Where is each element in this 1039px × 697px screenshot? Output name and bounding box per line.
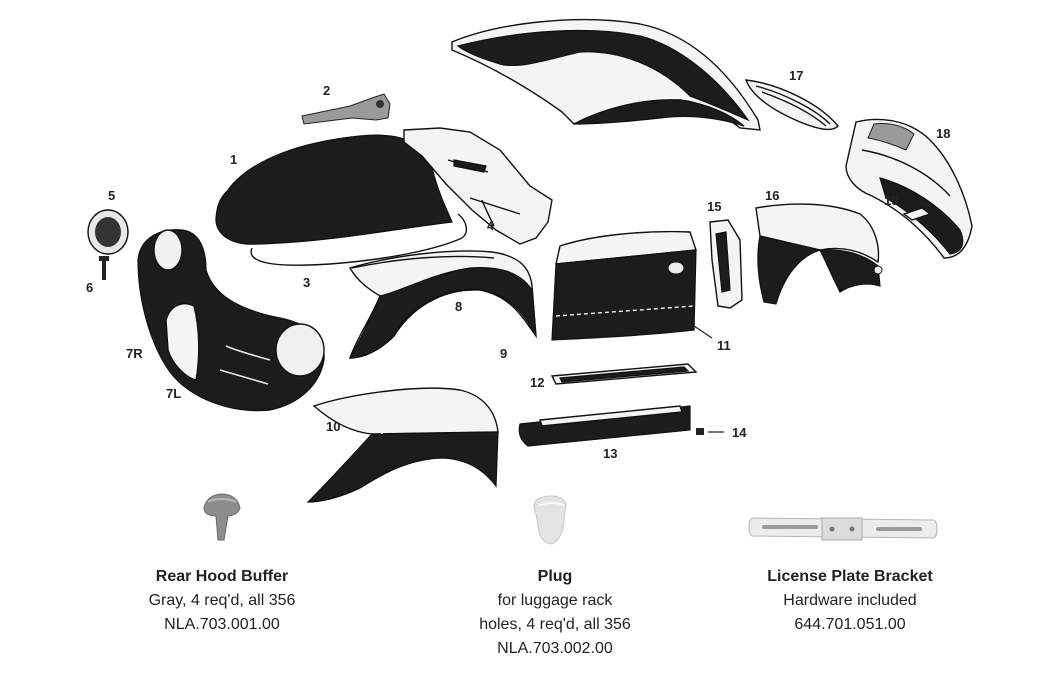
part-14-clip[interactable] — [696, 428, 704, 435]
part-4-cowl-panel[interactable] — [403, 127, 553, 245]
rear-hood-buffer-part-number: NLA.703.001.00 — [164, 616, 280, 633]
plug-image[interactable] — [533, 495, 567, 545]
plug-part-number: NLA.703.002.00 — [497, 640, 613, 657]
callout-16: 16 — [765, 188, 779, 203]
license-plate-bracket-caption: License Plate Bracket Hardware included … — [720, 565, 980, 637]
plug-desc-line-1: for luggage rack — [497, 592, 613, 609]
rear-hood-buffer-image[interactable] — [203, 493, 241, 541]
callout-10: 10 — [326, 419, 340, 434]
part-10-front-fender[interactable] — [306, 387, 499, 503]
callout-13: 13 — [603, 446, 617, 461]
callout-2: 2 — [323, 83, 330, 98]
license-plate-bracket-part-number: 644.701.051.00 — [794, 616, 906, 633]
callout-11: 11 — [717, 338, 731, 353]
callout-9: 9 — [500, 346, 507, 361]
part-13-rocker-panel[interactable] — [518, 405, 691, 447]
callout-7R: 7R — [126, 346, 143, 361]
callout-14: 14 — [732, 425, 747, 440]
part-11-door[interactable] — [551, 230, 697, 341]
part-7-front-nose[interactable] — [137, 229, 325, 412]
plug-desc-line-2: holes, 4 req'd, all 356 — [479, 616, 631, 633]
part-12-sill-plate[interactable] — [550, 363, 698, 385]
callout-3: 3 — [303, 275, 310, 290]
callout-4: 4 — [487, 218, 495, 233]
callout-19: 19 — [884, 193, 898, 208]
callout-15: 15 — [707, 199, 721, 214]
callout-1: 1 — [230, 152, 237, 167]
callout-7L: 7L — [166, 386, 181, 401]
part-15-door-post[interactable] — [709, 219, 743, 309]
part-16-rear-quarter[interactable] — [755, 203, 883, 305]
callout-6: 6 — [86, 280, 93, 295]
part-5-headlight-bucket[interactable] — [87, 209, 129, 255]
license-plate-bracket-title: License Plate Bracket — [767, 568, 933, 585]
callout-17: 17 — [789, 68, 803, 83]
part-6-bolt[interactable] — [99, 256, 109, 280]
part-2-hood-latch[interactable] — [301, 93, 391, 125]
rear-hood-buffer-desc: Gray, 4 req'd, all 356 — [148, 592, 296, 609]
part-1-front-hood[interactable] — [215, 134, 453, 245]
part-19-bracket[interactable] — [902, 207, 932, 221]
callout-8: 8 — [455, 299, 462, 314]
callout-18: 18 — [936, 126, 950, 141]
plug-title: Plug — [537, 568, 573, 585]
rear-hood-buffer-title: Rear Hood Buffer — [155, 568, 289, 585]
callout-5: 5 — [108, 188, 115, 203]
license-plate-bracket-desc: Hardware included — [783, 592, 917, 609]
part-8-front-fender[interactable] — [348, 250, 537, 359]
plug-caption: Plug for luggage rack holes, 4 req'd, al… — [425, 565, 685, 661]
leader-11 — [693, 325, 713, 339]
rear-hood-buffer-caption: Rear Hood Buffer Gray, 4 req'd, all 356 … — [82, 565, 362, 637]
part-3-hood-seal[interactable] — [250, 213, 468, 266]
callout-12: 12 — [530, 375, 544, 390]
part-17-rear-window-seal[interactable] — [744, 79, 839, 131]
license-plate-bracket-image[interactable] — [748, 517, 938, 541]
roof-section[interactable] — [451, 18, 761, 131]
